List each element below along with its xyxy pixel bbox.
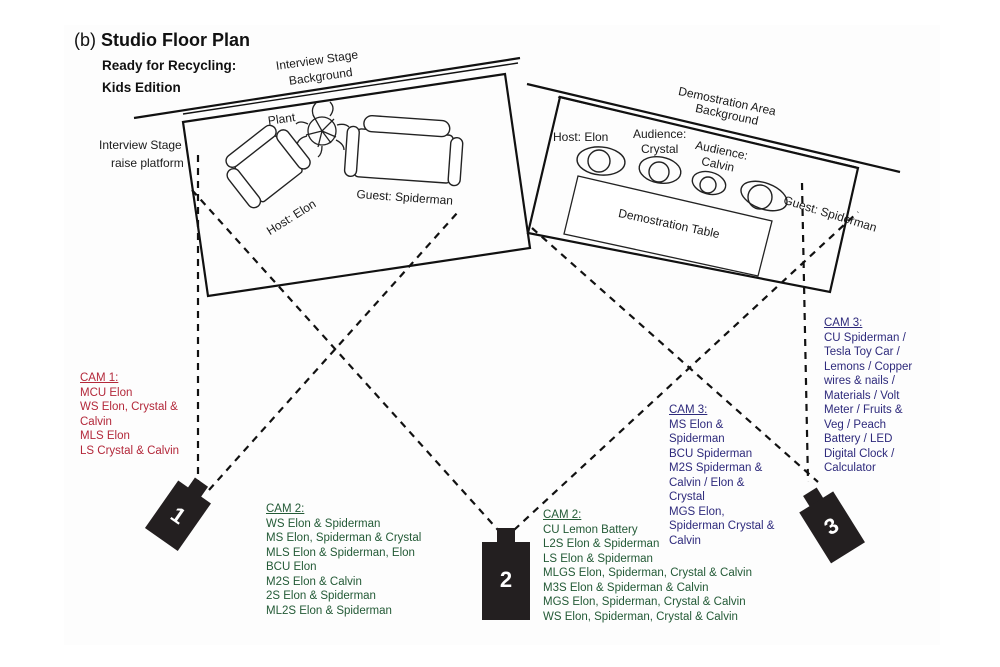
host-armchair <box>225 124 311 209</box>
host-elon-seat <box>576 146 626 176</box>
cam1-shot: Calvin <box>80 415 112 428</box>
cam3-interview-shot: Calvin / Elon & <box>669 476 745 489</box>
cam2-demo-shot: CU Lemon Battery <box>543 523 638 536</box>
cam2-demo-shot: L2S Elon & Spiderman <box>543 538 660 550</box>
cam3-demo-shot: Battery / LED <box>824 433 893 445</box>
cam3-demo-shot: CU Spiderman / <box>824 331 906 344</box>
platform-label-1: Interview Stage <box>99 138 182 152</box>
cam2-demo-shot: WS Elon, Spiderman, Crystal & Calvin <box>543 610 738 623</box>
audience-crystal-seat <box>638 155 682 185</box>
cam3-interview-shot: M2S Spiderman & <box>669 462 763 474</box>
cam2-interview-shot: WS Elon & Spiderman <box>266 517 381 530</box>
cam3-demo-shot: wires & nails / <box>824 375 895 387</box>
cam3-interview-shot: MGS Elon, <box>669 505 725 518</box>
cam2-interview-shot: M2S Elon & Calvin <box>266 575 362 588</box>
cam1-shot: LS Crystal & Calvin <box>80 444 180 457</box>
cam2-interview-heading: CAM 2: <box>266 503 305 515</box>
guest-spiderman-seat <box>740 180 788 212</box>
cam1-shot: MLS Elon <box>80 430 130 442</box>
cam3-demo-shot: Veg / Peach <box>824 418 887 431</box>
cam2-demo-shot: LS Elon & Spiderman <box>543 552 653 565</box>
cam1-shot-list: CAM 1: MCU Elon WS Elon, Crystal & Calvi… <box>80 371 179 458</box>
audience-crystal-label-2: Crystal <box>641 142 679 156</box>
demo-table <box>563 175 773 277</box>
subtitle-line-2: Kids Edition <box>102 80 181 95</box>
cam2-interview-shot: BCU Elon <box>266 561 317 573</box>
platform-label-2: raise platform <box>111 156 184 170</box>
cam3-interview-heading: CAM 3: <box>669 404 708 416</box>
cam3-demo-heading: CAM 3: <box>824 317 863 329</box>
cam2-interview-shot: 2S Elon & Spiderman <box>266 590 376 602</box>
cam3-demo-shot: Materials / Volt <box>824 389 900 402</box>
cam3-interview-shot: Crystal <box>669 491 705 503</box>
title-main: Studio Floor Plan <box>101 30 251 50</box>
cam1-heading: CAM 1: <box>80 372 119 384</box>
cam2-demo-shot-list: CAM 2: CU Lemon Battery L2S Elon & Spide… <box>543 508 752 624</box>
cam2-interview-shot: MLS Elon & Spiderman, Elon <box>266 546 415 559</box>
plant-icon <box>295 101 350 158</box>
demo-host-elon-label: Host: Elon <box>553 130 609 144</box>
camera-1: 1 <box>144 477 212 551</box>
cam2-demo-shot: M3S Elon & Spiderman & Calvin <box>543 581 709 594</box>
camera-sight-lines <box>191 155 859 531</box>
cam3-interview-shot: Spiderman <box>669 433 725 445</box>
guest-sofa <box>343 114 464 187</box>
cam3-interview-shot: MS Elon & <box>669 418 724 431</box>
subtitle-line-1: Ready for Recycling: <box>102 58 237 73</box>
demo-area-platform <box>526 95 860 294</box>
camera-3: 3 <box>799 487 865 564</box>
cam3-interview-shot: Calvin <box>669 534 701 547</box>
cam3-demo-shot: Tesla Toy Car / <box>824 346 900 358</box>
interview-background-wall <box>133 56 521 120</box>
cam3-interview-shot-list: CAM 3: MS Elon & Spiderman BCU Spiderman… <box>669 403 774 548</box>
audience-calvin-seat <box>691 170 727 196</box>
cam3-interview-shot: Spiderman Crystal & <box>669 520 775 532</box>
cam2-interview-shot-list: CAM 2: WS Elon & Spiderman MS Elon, Spid… <box>266 502 421 618</box>
cam1-shot: WS Elon, Crystal & <box>80 401 178 413</box>
cam2-interview-shot: MS Elon, Spiderman & Crystal <box>266 532 422 544</box>
cam2-demo-heading: CAM 2: <box>543 509 582 521</box>
diagram-title: (b) Studio Floor Plan <box>74 30 250 51</box>
cam2-demo-shot: MGS Elon, Spiderman, Crystal & Calvin <box>543 596 746 608</box>
cam2-demo-shot: MLGS Elon, Spiderman, Crystal & Calvin <box>543 567 752 579</box>
audience-crystal-label-1: Audience: <box>633 127 687 141</box>
cam2-interview-shot: ML2S Elon & Spiderman <box>266 604 392 617</box>
cam3-interview-shot: BCU Spiderman <box>669 447 753 460</box>
cam3-demo-shot: Calculator <box>824 462 876 474</box>
interview-stage-platform <box>181 72 532 298</box>
camera-2: 2 <box>482 528 530 620</box>
cam3-demo-shot: Lemons / Copper <box>824 360 913 373</box>
cam1-shot: MCU Elon <box>80 386 133 399</box>
camera-2-number: 2 <box>500 567 512 592</box>
cam3-demo-shot: Digital Clock / <box>824 447 895 460</box>
cam3-demo-shot-list: CAM 3: CU Spiderman / Tesla Toy Car / Le… <box>824 316 912 476</box>
title-prefix: (b) <box>74 30 96 50</box>
cam3-demo-shot: Meter / Fruits & <box>824 404 903 416</box>
